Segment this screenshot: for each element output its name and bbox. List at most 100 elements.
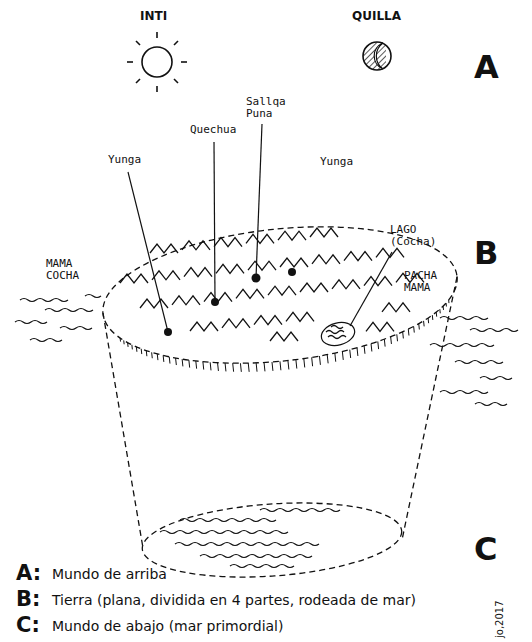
wave: [260, 509, 340, 512]
section-letter: A: [474, 50, 499, 85]
region-label: Sallqa Puna: [246, 96, 288, 120]
rim-tick: [151, 352, 153, 358]
rim-tick: [364, 346, 366, 354]
rim-tick: [396, 334, 398, 341]
rim-tick: [357, 348, 359, 356]
rim-tick: [175, 358, 177, 365]
mountain-peaks: [278, 231, 306, 240]
earth-rim: [120, 300, 449, 372]
rim-tick: [443, 306, 444, 310]
title-label: INTI: [140, 10, 167, 23]
wave: [475, 403, 507, 406]
rim-tick: [448, 300, 449, 303]
rim-tick: [264, 362, 266, 371]
rim-tick: [349, 350, 351, 358]
wave: [430, 344, 494, 347]
rim-tick: [123, 340, 124, 344]
wave: [45, 309, 93, 312]
mountain-peaks: [172, 296, 200, 305]
sea-label: MAMA COCHA: [46, 258, 94, 282]
mountain-peaks: [222, 319, 250, 328]
region-dots: [164, 268, 296, 336]
wave: [440, 391, 488, 394]
region-label: Yunga: [108, 154, 141, 166]
rim-tick: [248, 363, 250, 372]
mountain-peaks: [300, 283, 328, 292]
rim-tick: [202, 362, 204, 370]
wave: [160, 531, 288, 534]
rim-tick: [371, 344, 373, 352]
rim-tick: [446, 303, 447, 306]
mountain-peaks: [140, 299, 168, 308]
rim-tick: [439, 309, 440, 313]
region-label: Quechua: [190, 124, 236, 136]
mountain-peaks: [310, 228, 338, 237]
wave: [470, 329, 518, 332]
lake-label: LAGO (Cocha): [390, 224, 442, 248]
wave: [455, 361, 503, 364]
rim-tick: [146, 351, 148, 357]
wave: [230, 565, 294, 568]
mountain-peaks: [152, 271, 180, 280]
rim-tick: [436, 312, 437, 317]
wave: [85, 295, 101, 298]
mountain-peaks: [182, 241, 210, 250]
mountain-peaks: [254, 316, 282, 325]
mountain-peaks: [190, 322, 218, 331]
rim-tick: [377, 341, 379, 349]
mountain-peaks: [150, 244, 178, 253]
rim-tick: [182, 359, 184, 366]
rim-tick: [136, 347, 138, 352]
mountain-peaks: [248, 261, 276, 270]
rim-tick: [390, 337, 392, 344]
wave: [30, 339, 62, 342]
rim-tick: [319, 356, 321, 365]
rim-tick: [408, 329, 410, 335]
wave: [180, 519, 276, 522]
mountain-peaks: [332, 280, 360, 289]
wave: [200, 555, 312, 558]
rim-tick: [418, 324, 420, 330]
mountain-peaks: [280, 258, 308, 267]
mountain-peaks: [382, 303, 410, 312]
legend-letter: B:: [16, 588, 40, 611]
mountain-peaks: [312, 255, 340, 264]
rim-tick: [423, 321, 425, 327]
wave: [20, 299, 68, 302]
mountain-peaks: [120, 274, 148, 283]
rim-tick: [334, 353, 336, 362]
rim-tick: [402, 332, 404, 339]
mountain-peaks: [184, 268, 212, 277]
wave: [60, 327, 92, 330]
mountain-peaks: [246, 234, 274, 243]
mountain-peaks: [344, 252, 372, 261]
rim-tick: [327, 355, 329, 364]
rim-tick: [217, 363, 219, 371]
rim-tick: [342, 351, 344, 359]
rim-tick: [232, 363, 234, 372]
wave: [15, 321, 47, 324]
legend-text: Mundo de abajo (mar primordial): [52, 619, 283, 634]
rim-tick: [287, 361, 289, 370]
rim-tick: [163, 355, 165, 361]
rim-tick: [225, 363, 227, 371]
mountain-peaks: [268, 286, 296, 295]
watermark: jo,2017: [494, 600, 505, 638]
rim-tick: [141, 349, 143, 354]
rim-tick: [157, 354, 159, 360]
section-letter: C: [474, 532, 497, 567]
rim-tick: [413, 326, 415, 332]
wave: [480, 377, 512, 380]
mountain-peaks: [270, 332, 298, 341]
mountain-peaks: [366, 322, 394, 331]
rim-tick: [210, 362, 212, 370]
rim-tick: [127, 343, 128, 347]
rim-tick: [279, 361, 281, 370]
sun-symbol: [127, 32, 187, 92]
legend-text: Tierra (plana, dividida en 4 partes, rod…: [52, 593, 416, 608]
rim-tick: [195, 361, 197, 369]
sea-waves: [15, 295, 518, 568]
rim-tick: [120, 338, 121, 342]
rim-tick: [311, 357, 313, 366]
rim-tick: [295, 360, 297, 369]
